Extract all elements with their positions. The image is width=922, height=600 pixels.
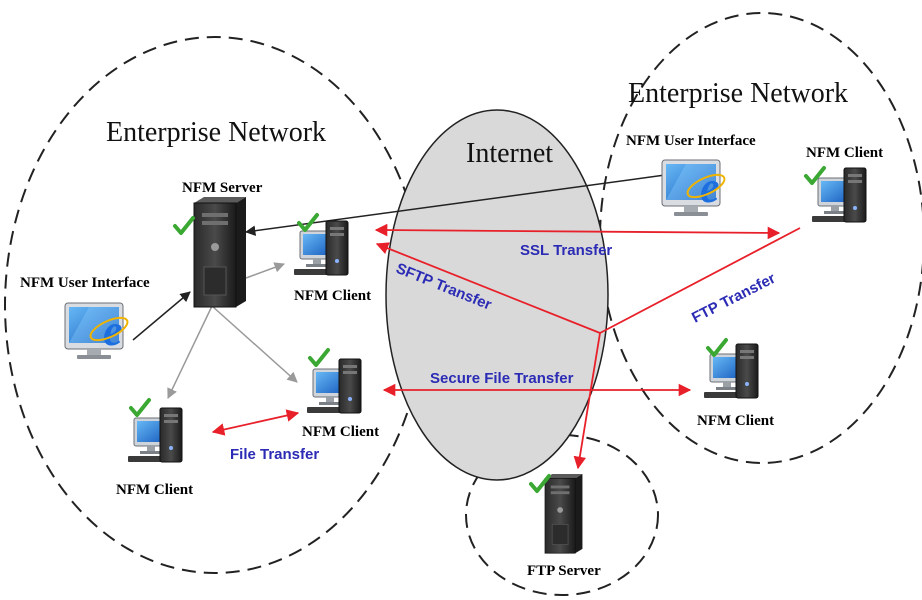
left-ui-monitor-icon <box>64 302 132 360</box>
link-left-ui-to-server <box>132 291 191 341</box>
file-transfer-label: File Transfer <box>230 446 319 463</box>
link-ftp-transfer <box>599 227 801 334</box>
link-right-ui-to-server <box>244 174 666 236</box>
link-file-transfer <box>211 409 300 436</box>
link-server-to-client-bottom <box>167 305 213 399</box>
secure-file-transfer-label: Secure File Transfer <box>430 370 574 387</box>
left-client-mid-check-icon <box>308 348 330 367</box>
right-client-bottom-check-icon <box>706 338 728 357</box>
link-to-ftp-server <box>573 332 601 470</box>
nfm-server-label: NFM Server <box>182 180 263 196</box>
ftp-server-icon <box>544 473 583 554</box>
internet-title: Internet <box>466 138 553 169</box>
right-ui-label: NFM User Interface <box>626 133 756 149</box>
right-network-title: Enterprise Network <box>628 78 848 109</box>
left-client-top-label: NFM Client <box>294 288 371 304</box>
ftp-network-boundary <box>465 434 659 596</box>
left-client-mid-label: NFM Client <box>302 424 379 440</box>
link-server-to-client-top <box>245 262 285 279</box>
left-client-bottom-label: NFM Client <box>116 482 193 498</box>
left-client-mid-icon <box>306 358 362 414</box>
ssl-transfer-label: SSL Transfer <box>520 242 612 259</box>
nfm-server-icon <box>193 196 247 308</box>
left-client-bottom-check-icon <box>129 398 151 417</box>
nfm-server-check-icon <box>173 216 195 235</box>
right-client-top-icon <box>811 167 867 223</box>
left-ui-label: NFM User Interface <box>20 275 150 291</box>
link-sftp-transfer <box>375 242 601 334</box>
link-ssl-transfer <box>374 223 781 240</box>
right-ui-monitor-icon <box>661 159 729 217</box>
left-network-title: Enterprise Network <box>106 117 326 148</box>
right-client-top-label: NFM Client <box>806 145 883 161</box>
ftp-server-label: FTP Server <box>527 563 601 579</box>
link-server-to-client-mid <box>211 305 298 383</box>
right-client-bottom-label: NFM Client <box>697 413 774 429</box>
